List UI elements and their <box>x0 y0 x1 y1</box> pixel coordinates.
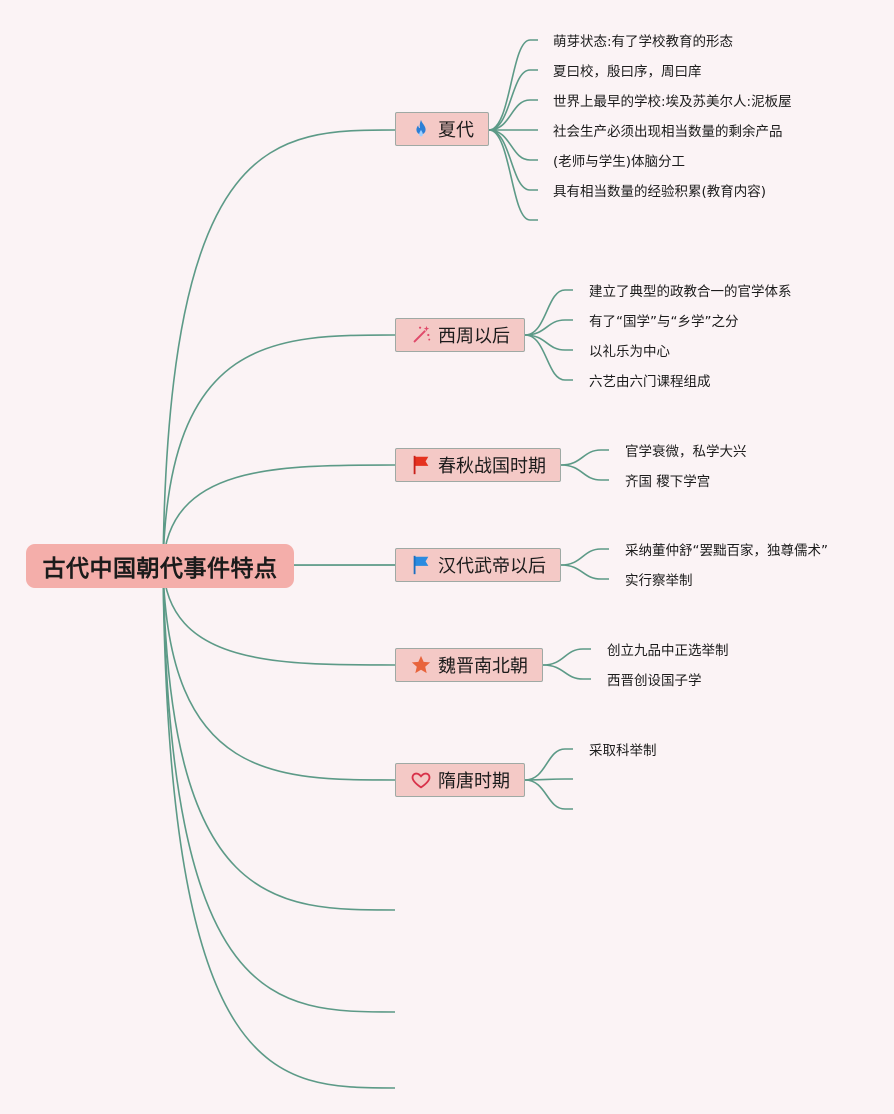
leaf-connector <box>524 779 573 810</box>
leaf-connector <box>488 129 538 221</box>
leaf-topic[interactable]: 社会生产必须出现相当数量的剩余产品 <box>553 124 783 140</box>
branch-topic-label: 西周以后 <box>438 326 510 347</box>
fire-icon <box>410 118 432 140</box>
leaf-connector <box>524 289 573 336</box>
leaf-topic[interactable]: (老师与学生)体脑分工 <box>553 154 686 170</box>
root-connector <box>162 565 396 1089</box>
root-connector <box>162 464 396 567</box>
root-connector <box>162 565 396 911</box>
leaf-topic[interactable]: 六艺由六门课程组成 <box>589 374 711 390</box>
branch-topic-western-zhou[interactable]: 西周以后 <box>395 318 525 352</box>
root-connector <box>162 565 396 1013</box>
leaf-topic[interactable]: 采取科举制 <box>589 743 657 759</box>
root-connector <box>162 565 396 666</box>
red-flag-icon <box>410 454 432 476</box>
branch-topic-han-wudi[interactable]: 汉代武帝以后 <box>395 548 561 582</box>
heart-icon <box>410 769 432 791</box>
leaf-topic[interactable]: 以礼乐为中心 <box>589 344 670 360</box>
branch-topic-wei-jin[interactable]: 魏晋南北朝 <box>395 648 543 682</box>
star-icon <box>410 654 432 676</box>
leaf-connector <box>488 129 538 161</box>
leaf-connector <box>542 664 591 680</box>
branch-topic-label: 汉代武帝以后 <box>438 556 546 577</box>
branch-topic-xia[interactable]: 夏代 <box>395 112 489 146</box>
root-connector <box>162 129 396 567</box>
leaf-connector <box>560 464 609 481</box>
branch-topic-sui-tang[interactable]: 隋唐时期 <box>395 763 525 797</box>
leaf-topic[interactable]: 有了“国学”与“乡学”之分 <box>589 314 739 330</box>
leaf-connector <box>524 778 573 781</box>
branch-topic-spring-autumn[interactable]: 春秋战国时期 <box>395 448 561 482</box>
leaf-connector <box>488 99 538 131</box>
leaf-topic[interactable]: 萌芽状态:有了学校教育的形态 <box>553 34 734 50</box>
leaf-connector <box>560 564 609 580</box>
magic-wand-icon <box>410 324 432 346</box>
branch-topic-label: 魏晋南北朝 <box>438 656 528 677</box>
leaf-topic[interactable]: 世界上最早的学校:埃及苏美尔人:泥板屋 <box>553 94 792 110</box>
leaf-connector <box>488 69 538 131</box>
root-topic-label: 古代中国朝代事件特点 <box>42 556 278 582</box>
leaf-connector <box>488 39 538 131</box>
leaf-topic[interactable]: 官学衰微，私学大兴 <box>625 444 747 460</box>
leaf-connector <box>542 648 591 666</box>
root-topic[interactable]: 古代中国朝代事件特点 <box>26 544 294 588</box>
leaf-topic[interactable]: 西晋创设国子学 <box>607 673 702 689</box>
leaf-topic[interactable]: 具有相当数量的经验积累(教育内容) <box>553 184 767 200</box>
leaf-connector <box>524 748 573 781</box>
leaf-connector <box>524 334 573 381</box>
leaf-topic[interactable]: 夏曰校，殷曰序，周曰庠 <box>553 64 702 80</box>
branch-topic-label: 春秋战国时期 <box>438 456 546 477</box>
root-connector <box>162 334 396 567</box>
leaf-topic[interactable]: 实行察举制 <box>625 573 693 589</box>
leaf-connector <box>524 319 573 336</box>
leaf-topic[interactable]: 采纳董仲舒“罢黜百家，独尊儒术” <box>625 543 828 559</box>
leaf-topic[interactable]: 建立了典型的政教合一的官学体系 <box>589 284 792 300</box>
branch-topic-label: 夏代 <box>438 120 474 141</box>
root-connector <box>162 565 396 781</box>
leaf-topic[interactable]: 创立九品中正选举制 <box>607 643 729 659</box>
leaf-connector <box>560 449 609 466</box>
leaf-topic[interactable]: 齐国 稷下学宫 <box>625 474 711 490</box>
blue-flag-icon <box>410 554 432 576</box>
branch-topic-label: 隋唐时期 <box>438 771 510 792</box>
leaf-connector <box>560 548 609 566</box>
